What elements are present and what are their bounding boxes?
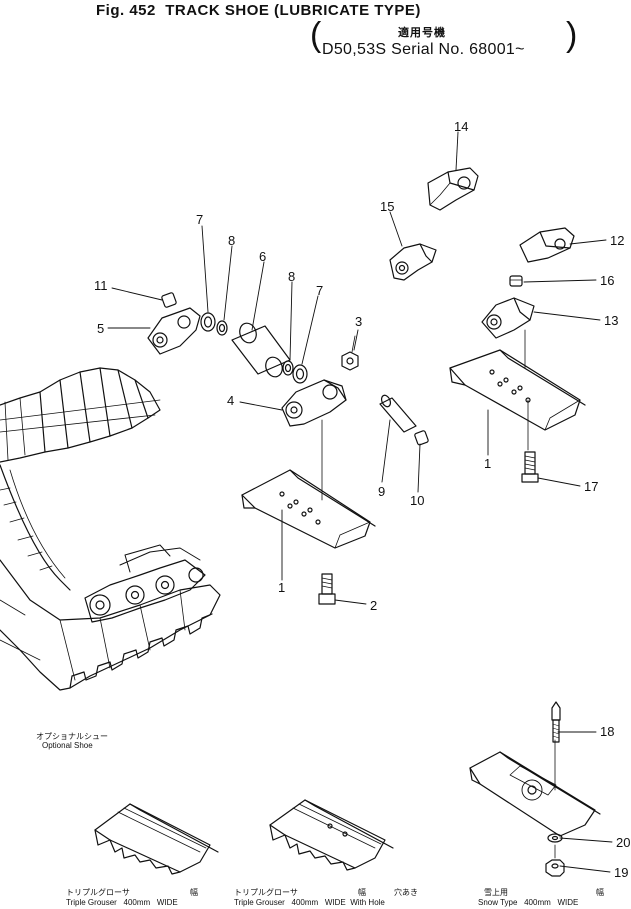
callout-6: 6 <box>259 249 266 264</box>
callout-11: 11 <box>94 278 108 293</box>
callout-15: 15 <box>380 199 394 214</box>
track-assembly-drawing <box>0 367 221 691</box>
part-18-stud <box>551 701 561 743</box>
part-13-link <box>481 297 535 339</box>
part-2-bolt <box>318 573 336 605</box>
callout-14: 14 <box>454 119 468 134</box>
shoe-1-jp-name: トリプルグローサ <box>66 888 130 897</box>
callout-16: 16 <box>600 273 614 288</box>
optional-shoe-snow-type <box>469 739 601 837</box>
open-paren-glyph: ( <box>310 16 322 54</box>
callout-10: 10 <box>410 493 424 508</box>
part-20-washer <box>547 833 563 843</box>
callout-7-right: 7 <box>316 283 323 298</box>
part-6-bushing <box>231 322 291 378</box>
figure-number: Fig. 452 <box>96 2 156 19</box>
serial-number-line: D50,53S Serial No. 68001~ <box>322 41 525 58</box>
right-track-shoe <box>449 349 586 431</box>
part-11-plug <box>161 292 177 308</box>
callout-9: 9 <box>378 484 385 499</box>
shoe-2-jp-size: 幅 <box>358 888 366 897</box>
figure-heading: TRACK SHOE (LUBRICATE TYPE) <box>165 2 421 19</box>
shoe-1-jp-size: 幅 <box>190 888 198 897</box>
optional-shoe-triple-grouser <box>94 803 219 875</box>
part-10-plug <box>414 430 429 446</box>
callout-17: 17 <box>584 479 598 494</box>
callout-20: 20 <box>616 835 630 850</box>
center-track-shoe <box>241 469 376 549</box>
shoe-1-caption-en: Triple Grouser 400mm WIDE <box>66 898 178 907</box>
callout-5: 5 <box>97 321 104 336</box>
part-7-seal-left <box>200 312 216 332</box>
callout-1-right: 1 <box>484 456 491 471</box>
callout-1-center: 1 <box>278 580 285 595</box>
part-12-link <box>519 227 575 263</box>
shoe-3-jp-name: 雪上用 <box>484 888 508 897</box>
callout-13: 13 <box>604 313 618 328</box>
shoe-2-jp-extra: 穴あき <box>394 888 418 897</box>
part-9-pin <box>379 394 417 433</box>
optional-shoe-label-en: Optional Shoe <box>42 741 93 750</box>
part-17-bolt <box>521 451 539 483</box>
part-15-link <box>389 243 437 281</box>
shoe-2-jp-name: トリプルグローサ <box>234 888 298 897</box>
close-paren-glyph: ) <box>566 16 578 54</box>
part-5-link <box>147 307 201 355</box>
shoe-3-jp-size: 幅 <box>596 888 604 897</box>
part-8-ring-left <box>216 320 228 336</box>
applicable-model-jp: 適用号機 <box>398 27 446 39</box>
callout-numbers: 14 15 12 16 13 1 17 11 5 7 8 6 8 7 3 4 9… <box>94 119 630 880</box>
shoe-3-caption-en: Snow Type 400mm WIDE <box>478 898 579 907</box>
callout-3: 3 <box>355 314 362 329</box>
figure-title: Fig. 452 TRACK SHOE (LUBRICATE TYPE) <box>96 2 421 19</box>
callout-19: 19 <box>614 865 628 880</box>
callout-8-left: 8 <box>228 233 235 248</box>
callout-4: 4 <box>227 393 234 408</box>
callout-2: 2 <box>370 598 377 613</box>
part-19-nut <box>545 859 565 877</box>
part-4-link <box>281 379 347 427</box>
part-3-nut <box>341 351 359 371</box>
callout-18: 18 <box>600 724 614 739</box>
part-8-ring-right <box>282 360 294 376</box>
callout-7-left: 7 <box>196 212 203 227</box>
part-7-seal-right <box>292 364 308 384</box>
optional-shoe-label-jp: オプショナルシュー <box>36 732 108 741</box>
callout-8-right: 8 <box>288 269 295 284</box>
optional-shoe-triple-grouser-hole <box>269 799 394 871</box>
callout-12: 12 <box>610 233 624 248</box>
shoe-2-caption-en: Triple Grouser 400mm WIDE With Hole <box>234 898 385 907</box>
part-14-link <box>427 167 479 211</box>
leader-lines <box>107 131 613 873</box>
part-16-plug <box>509 275 523 287</box>
